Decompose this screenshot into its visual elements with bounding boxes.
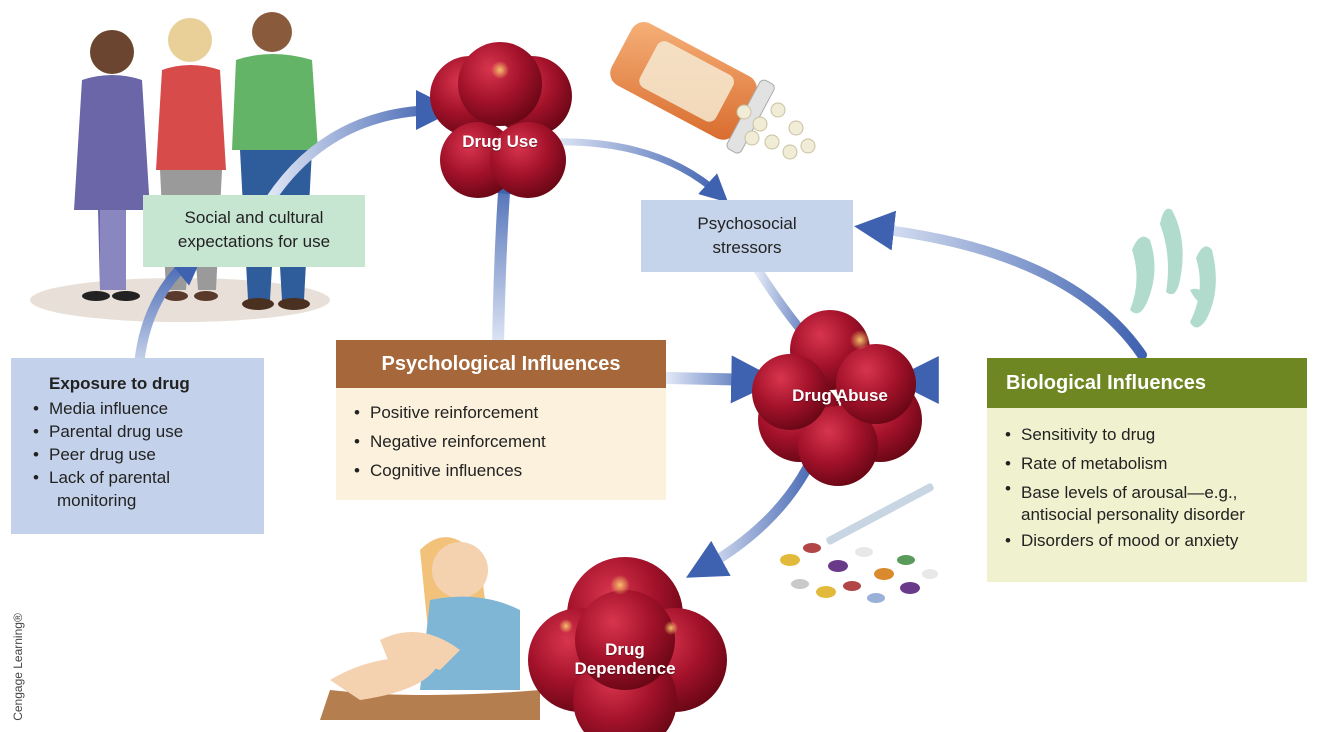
social-expectations-line1: Social and cultural bbox=[184, 208, 324, 227]
biological-influence-item: Base levels of arousal—e.g., antisocial … bbox=[1003, 478, 1307, 526]
psychological-influence-item: Positive reinforcement bbox=[352, 398, 666, 427]
exposure-box: Exposure to drug Media influence Parenta… bbox=[11, 358, 264, 534]
psychosocial-stressors-box: Psychosocial stressors bbox=[641, 200, 853, 272]
psychological-influence-item: Negative reinforcement bbox=[352, 427, 666, 456]
drug-dependence-label: Drug Dependence bbox=[545, 640, 705, 678]
drug-use-label: Drug Use bbox=[462, 132, 538, 151]
psychological-influences-header: Psychological Influences bbox=[336, 340, 666, 388]
biological-influences-box: Biological Influences Sensitivity to dru… bbox=[987, 358, 1307, 582]
psychological-influence-item: Cognitive influences bbox=[352, 456, 666, 485]
social-expectations-box: Social and cultural expectations for use bbox=[143, 195, 365, 267]
drug-use-node bbox=[430, 42, 572, 198]
person-injecting-illustration bbox=[320, 537, 540, 720]
psychological-influences-box: Psychological Influences Positive reinfo… bbox=[336, 340, 666, 500]
drug-abuse-node bbox=[752, 310, 922, 486]
biological-influence-item: Disorders of mood or anxiety bbox=[1003, 526, 1307, 555]
psychological-influences-list: Positive reinforcement Negative reinforc… bbox=[336, 388, 666, 485]
biological-influence-item-continuation: antisocial personality disorder bbox=[1021, 505, 1245, 524]
exposure-title: Exposure to drug bbox=[49, 374, 190, 393]
exposure-list: Media influence Parental drug use Peer d… bbox=[31, 397, 264, 489]
exposure-item: Parental drug use bbox=[31, 420, 264, 443]
drug-dependence-node bbox=[528, 557, 727, 732]
drug-dependence-label-line2: Dependence bbox=[574, 659, 676, 678]
drug-dependence-label-line1: Drug bbox=[605, 640, 645, 659]
pill-bottle-illustration bbox=[610, 22, 816, 160]
biological-influence-item: Rate of metabolism bbox=[1003, 449, 1307, 478]
exposure-item: Media influence bbox=[31, 397, 264, 420]
image-credit: Cengage Learning® bbox=[10, 613, 25, 721]
biological-influences-header: Biological Influences bbox=[987, 358, 1307, 408]
exposure-item: Peer drug use bbox=[31, 443, 264, 466]
exposure-item: Lack of parental bbox=[31, 466, 264, 489]
drug-abuse-label: Drug Abuse bbox=[792, 386, 888, 405]
pills-and-syringe-illustration bbox=[780, 483, 938, 603]
biological-influence-item: Sensitivity to drug bbox=[1003, 420, 1307, 449]
biological-influence-item-text: Base levels of arousal—e.g., bbox=[1021, 483, 1238, 502]
biological-influences-list: Sensitivity to drug Rate of metabolism B… bbox=[987, 408, 1307, 555]
psychosocial-stressors-line2: stressors bbox=[712, 238, 782, 257]
social-expectations-line2: expectations for use bbox=[177, 232, 331, 251]
psychosocial-stressors-line1: Psychosocial bbox=[697, 214, 797, 233]
chromosomes-illustration bbox=[1130, 208, 1216, 328]
exposure-item-continuation: monitoring bbox=[57, 491, 137, 510]
